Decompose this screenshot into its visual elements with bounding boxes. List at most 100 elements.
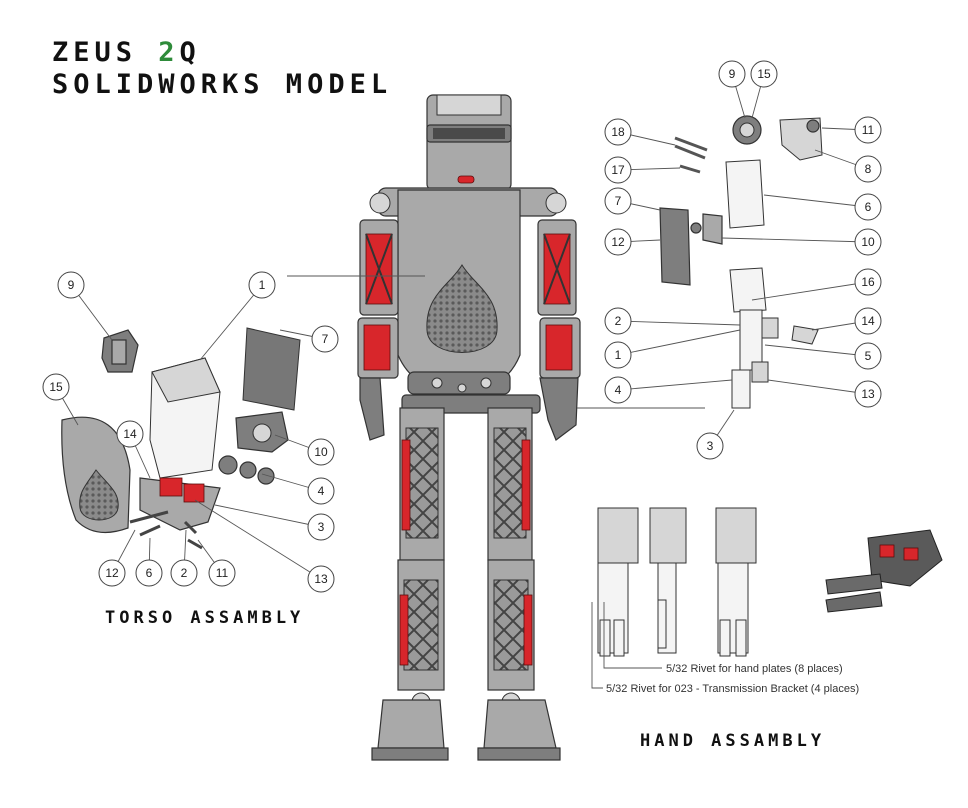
torso-callout-6: 6 <box>135 559 163 587</box>
hand-callout-14: 14 <box>854 307 882 335</box>
hand-part-4 <box>731 369 751 409</box>
hand-callout-label: 15 <box>757 67 771 81</box>
page-title: ZEUS 2Q <box>52 38 201 68</box>
torso-callout-4: 4 <box>307 477 335 505</box>
hand-leader-5 <box>764 344 869 357</box>
hand-callout-label: 10 <box>861 235 875 249</box>
torso-leader-1 <box>199 284 263 361</box>
hand-leader-1 <box>617 329 741 356</box>
hand-callout-10: 10 <box>854 228 882 256</box>
robot-right-arm <box>537 219 581 441</box>
note-rivet-transmission: 5/32 Rivet for 023 - Transmission Bracke… <box>606 683 859 695</box>
torso-callout-label: 9 <box>68 278 75 292</box>
hand-callout-16: 16 <box>854 268 882 296</box>
hand-callout-label: 2 <box>615 314 622 328</box>
torso-callout-label: 10 <box>314 445 328 459</box>
hand-part-1 <box>739 309 763 371</box>
torso-callout-2: 2 <box>170 559 198 587</box>
hand-part-16 <box>729 267 767 313</box>
hand-callout-5: 5 <box>854 342 882 370</box>
hand-callout-label: 16 <box>861 275 875 289</box>
robot-right-leg <box>477 407 561 761</box>
torso-part-13 <box>183 483 205 503</box>
hand-assembly-label: HAND ASSAMBLY <box>640 731 826 751</box>
page-subtitle: SOLIDWORKS MODEL <box>52 69 393 100</box>
hand-callout-9: 9 <box>718 60 746 88</box>
hand-render <box>825 529 943 613</box>
torso-leader-13 <box>194 499 322 580</box>
torso-callout-13: 13 <box>307 565 335 593</box>
hand-callout-label: 3 <box>707 439 714 453</box>
hand-callout-1: 1 <box>604 341 632 369</box>
torso-callout-9: 9 <box>57 271 85 299</box>
hand-callout-label: 1 <box>615 348 622 362</box>
hand-callout-11: 11 <box>854 116 882 144</box>
torso-callout-10: 10 <box>307 438 335 466</box>
torso-callout-label: 2 <box>181 566 188 580</box>
torso-callout-label: 6 <box>146 566 153 580</box>
torso-callout-label: 12 <box>105 566 119 580</box>
hand-callout-4: 4 <box>604 376 632 404</box>
hand-callout-6: 6 <box>854 193 882 221</box>
hand-part-12 <box>659 207 691 286</box>
torso-part-4 <box>218 455 238 475</box>
torso-callout-label: 15 <box>49 380 63 394</box>
torso-callout-label: 1 <box>259 278 266 292</box>
hand-callout-label: 14 <box>861 314 875 328</box>
hand-callout-17: 17 <box>604 156 632 184</box>
torso-callout-1: 1 <box>248 271 276 299</box>
hand-callout-label: 12 <box>611 235 625 249</box>
hand-callout-label: 13 <box>861 387 875 401</box>
title-prefix: ZEUS <box>52 37 159 68</box>
title-suffix: Q <box>179 37 201 68</box>
hand-callout-2: 2 <box>604 307 632 335</box>
hand-callout-label: 17 <box>611 163 625 177</box>
hand-part-13 <box>751 361 769 383</box>
note-rivet-hand-plates: 5/32 Rivet for hand plates (8 places) <box>666 663 843 675</box>
hand-callout-label: 9 <box>729 67 736 81</box>
hand-callout-label: 11 <box>862 123 875 137</box>
robot-figure <box>357 94 581 761</box>
hand-callout-label: 18 <box>611 125 625 139</box>
hand-callout-15: 15 <box>750 60 778 88</box>
hand-part-6 <box>725 159 765 229</box>
hand-callout-label: 4 <box>615 383 622 397</box>
hand-callout-label: 8 <box>865 162 872 176</box>
hand-leader-16 <box>751 281 869 301</box>
torso-callout-7: 7 <box>311 325 339 353</box>
torso-exploded-parts <box>61 327 301 550</box>
hand-callout-label: 6 <box>865 200 872 214</box>
torso-callout-label: 14 <box>123 427 137 441</box>
torso-callout-15: 15 <box>42 373 70 401</box>
torso-callout-label: 7 <box>322 332 329 346</box>
hand-callout-18: 18 <box>604 118 632 146</box>
hand-views <box>597 507 757 657</box>
hand-callout-12: 12 <box>604 228 632 256</box>
hand-callout-7: 7 <box>604 187 632 215</box>
torso-assembly-label: TORSO ASSAMBLY <box>105 608 305 628</box>
robot-mouth <box>457 175 475 184</box>
torso-part-7 <box>242 327 301 411</box>
torso-callout-label: 13 <box>314 572 328 586</box>
torso-vent-grille <box>426 264 498 353</box>
robot-left-arm <box>357 219 399 441</box>
hand-callout-3: 3 <box>696 432 724 460</box>
torso-leader-3 <box>214 504 322 528</box>
hand-leader-6 <box>763 194 869 208</box>
hand-callout-8: 8 <box>854 155 882 183</box>
hand-part-14 <box>791 325 819 345</box>
hand-leader-10 <box>721 237 869 243</box>
hand-exploded-parts <box>597 115 943 657</box>
hand-callout-13: 13 <box>854 380 882 408</box>
robot-left-leg <box>371 407 449 761</box>
hand-callout-label: 5 <box>865 349 872 363</box>
hand-part-17 <box>679 164 701 174</box>
torso-callout-3: 3 <box>307 513 335 541</box>
hand-leader-4 <box>617 379 733 391</box>
hand-leader-13 <box>767 379 869 395</box>
hand-callout-label: 7 <box>615 194 622 208</box>
torso-callout-label: 11 <box>216 566 229 580</box>
hand-part-18 <box>674 136 708 152</box>
